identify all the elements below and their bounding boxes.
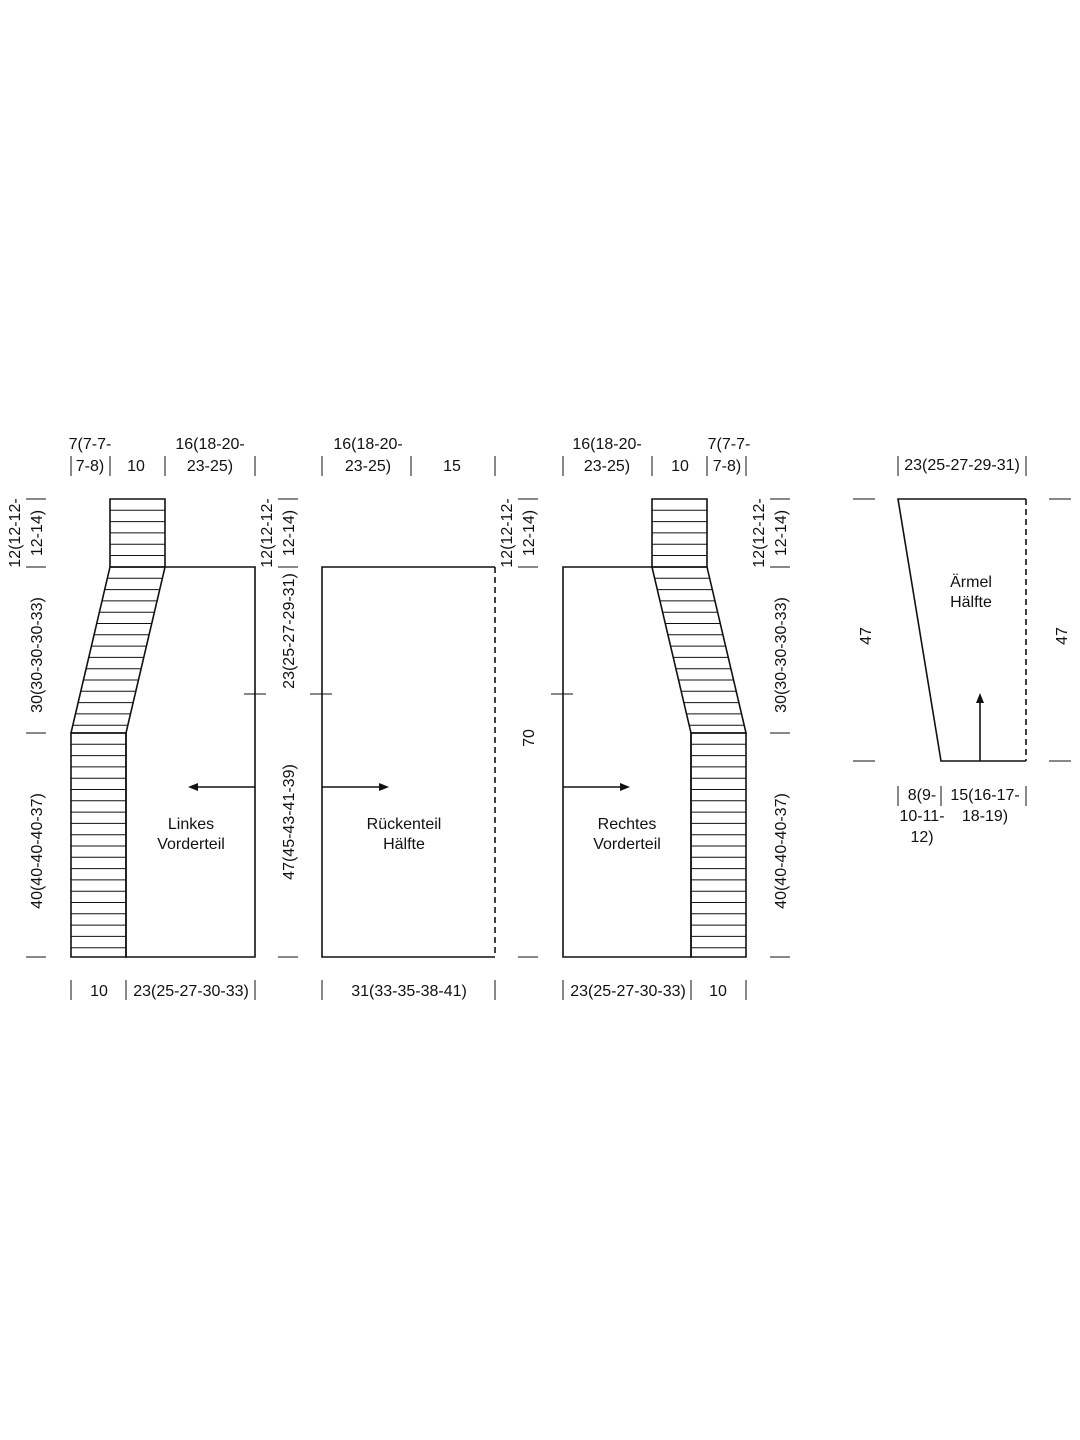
right-front-collar-height-line1: 12(12-12- bbox=[751, 498, 768, 567]
back-piece: Rückenteil Hälfte 16(18-20- 23-25) 15 12… bbox=[310, 436, 538, 1000]
left-front-collar-height-line1: 12(12-12- bbox=[7, 498, 24, 567]
right-front-lower-band bbox=[690, 732, 747, 958]
right-front-shoulder-dim-line2: 7-8) bbox=[713, 458, 741, 475]
sleeve-bottom-offset-line2: 10-11- bbox=[899, 808, 944, 825]
sleeve-top-width-dim: 23(25-27-29-31) bbox=[904, 457, 1020, 474]
left-front-band-dim: 10 bbox=[127, 458, 145, 475]
back-neck-dim-line1: 16(18-20- bbox=[333, 436, 402, 453]
back-neck-dim-line2: 23-25) bbox=[345, 458, 391, 475]
sleeve-label-line1: Ärmel bbox=[950, 573, 992, 591]
sleeve-piece: Ärmel Hälfte 23(25-27-29-31) 47 47 8(9- … bbox=[853, 456, 1071, 846]
left-front-right-collar-height-line2: 12-14) bbox=[281, 510, 298, 556]
right-front-lower-height: 40(40-40-40-37) bbox=[773, 793, 790, 909]
side-height: 47(45-43-41-39) bbox=[281, 764, 298, 880]
left-front-band-stripes bbox=[71, 509, 165, 949]
left-front-slope-band bbox=[69, 566, 167, 734]
left-front-neck-dim-line1: 16(18-20- bbox=[175, 436, 244, 453]
back-bottom-width-dim: 31(33-35-38-41) bbox=[351, 983, 467, 1000]
sleeve-label-line2: Hälfte bbox=[950, 594, 992, 611]
back-label-line1: Rückenteil bbox=[367, 816, 442, 833]
sleeve-right-height: 47 bbox=[1054, 627, 1071, 645]
right-front-bottom-width-dim: 23(25-27-30-33) bbox=[570, 983, 686, 1000]
right-front-slope-band bbox=[650, 566, 748, 734]
right-front-slope-height: 30(30-30-30-33) bbox=[773, 597, 790, 713]
sleeve-bottom-offset-line3: 12) bbox=[910, 829, 933, 846]
left-front-lower-height: 40(40-40-40-37) bbox=[29, 793, 46, 909]
back-total-height: 70 bbox=[521, 729, 538, 747]
right-front-band-dim: 10 bbox=[671, 458, 689, 475]
right-front-collar-height-line2: 12-14) bbox=[773, 510, 790, 556]
sleeve-bottom-width-line1: 15(16-17- bbox=[950, 787, 1019, 804]
left-front-right-collar-height-line1: 12(12-12- bbox=[259, 498, 276, 567]
left-front-collar-height-line2: 12-14) bbox=[29, 510, 46, 556]
right-front-neck-dim-line1: 16(18-20- bbox=[572, 436, 641, 453]
right-front-piece: Rechtes Vorderteil 16(18-20- 23-25) 10 7… bbox=[551, 436, 790, 1000]
back-collar-height-line2: 12-14) bbox=[521, 510, 538, 556]
left-front-label-line2: Vorderteil bbox=[157, 836, 225, 853]
right-front-shoulder-dim-line1: 7(7-7- bbox=[708, 436, 751, 453]
sleeve-bottom-width-line2: 18-19) bbox=[962, 808, 1008, 825]
sleeve-arrow-head bbox=[976, 693, 984, 703]
left-front-piece: Linkes Vorderteil 7(7-7- 7-8) 10 16(18-2… bbox=[7, 436, 298, 1000]
right-front-neck-dim-line2: 23-25) bbox=[584, 458, 630, 475]
left-front-shoulder-dim-line2: 7-8) bbox=[76, 458, 104, 475]
sleeve-left-height: 47 bbox=[858, 627, 875, 645]
right-front-label-line1: Rechtes bbox=[598, 816, 657, 833]
right-front-bottom-band-dim: 10 bbox=[709, 983, 727, 1000]
back-collar-height-line1: 12(12-12- bbox=[499, 498, 516, 567]
sleeve-outline bbox=[897, 498, 1026, 762]
left-front-slope-height: 30(30-30-30-33) bbox=[29, 597, 46, 713]
right-front-band-stripes bbox=[652, 509, 746, 949]
back-arrow-head bbox=[379, 783, 389, 791]
left-front-lower-band bbox=[70, 732, 127, 958]
left-front-body-outline bbox=[125, 566, 256, 958]
sleeve-bottom-offset-line1: 8(9- bbox=[908, 787, 936, 804]
back-outline bbox=[321, 566, 495, 958]
left-front-shoulder-dim-line1: 7(7-7- bbox=[69, 436, 112, 453]
right-front-label-line2: Vorderteil bbox=[593, 836, 661, 853]
back-shoulder-dim: 15 bbox=[443, 458, 461, 475]
back-label-line2: Hälfte bbox=[383, 836, 425, 853]
left-front-label-line1: Linkes bbox=[168, 816, 214, 833]
left-front-bottom-band-dim: 10 bbox=[90, 983, 108, 1000]
right-front-arrow-head bbox=[620, 783, 630, 791]
left-front-arrow-head bbox=[188, 783, 198, 791]
left-front-bottom-width-dim: 23(25-27-30-33) bbox=[133, 983, 249, 1000]
right-front-body-outline bbox=[562, 566, 692, 958]
left-front-neck-dim-line2: 23-25) bbox=[187, 458, 233, 475]
armhole-height: 23(25-27-29-31) bbox=[281, 573, 298, 689]
